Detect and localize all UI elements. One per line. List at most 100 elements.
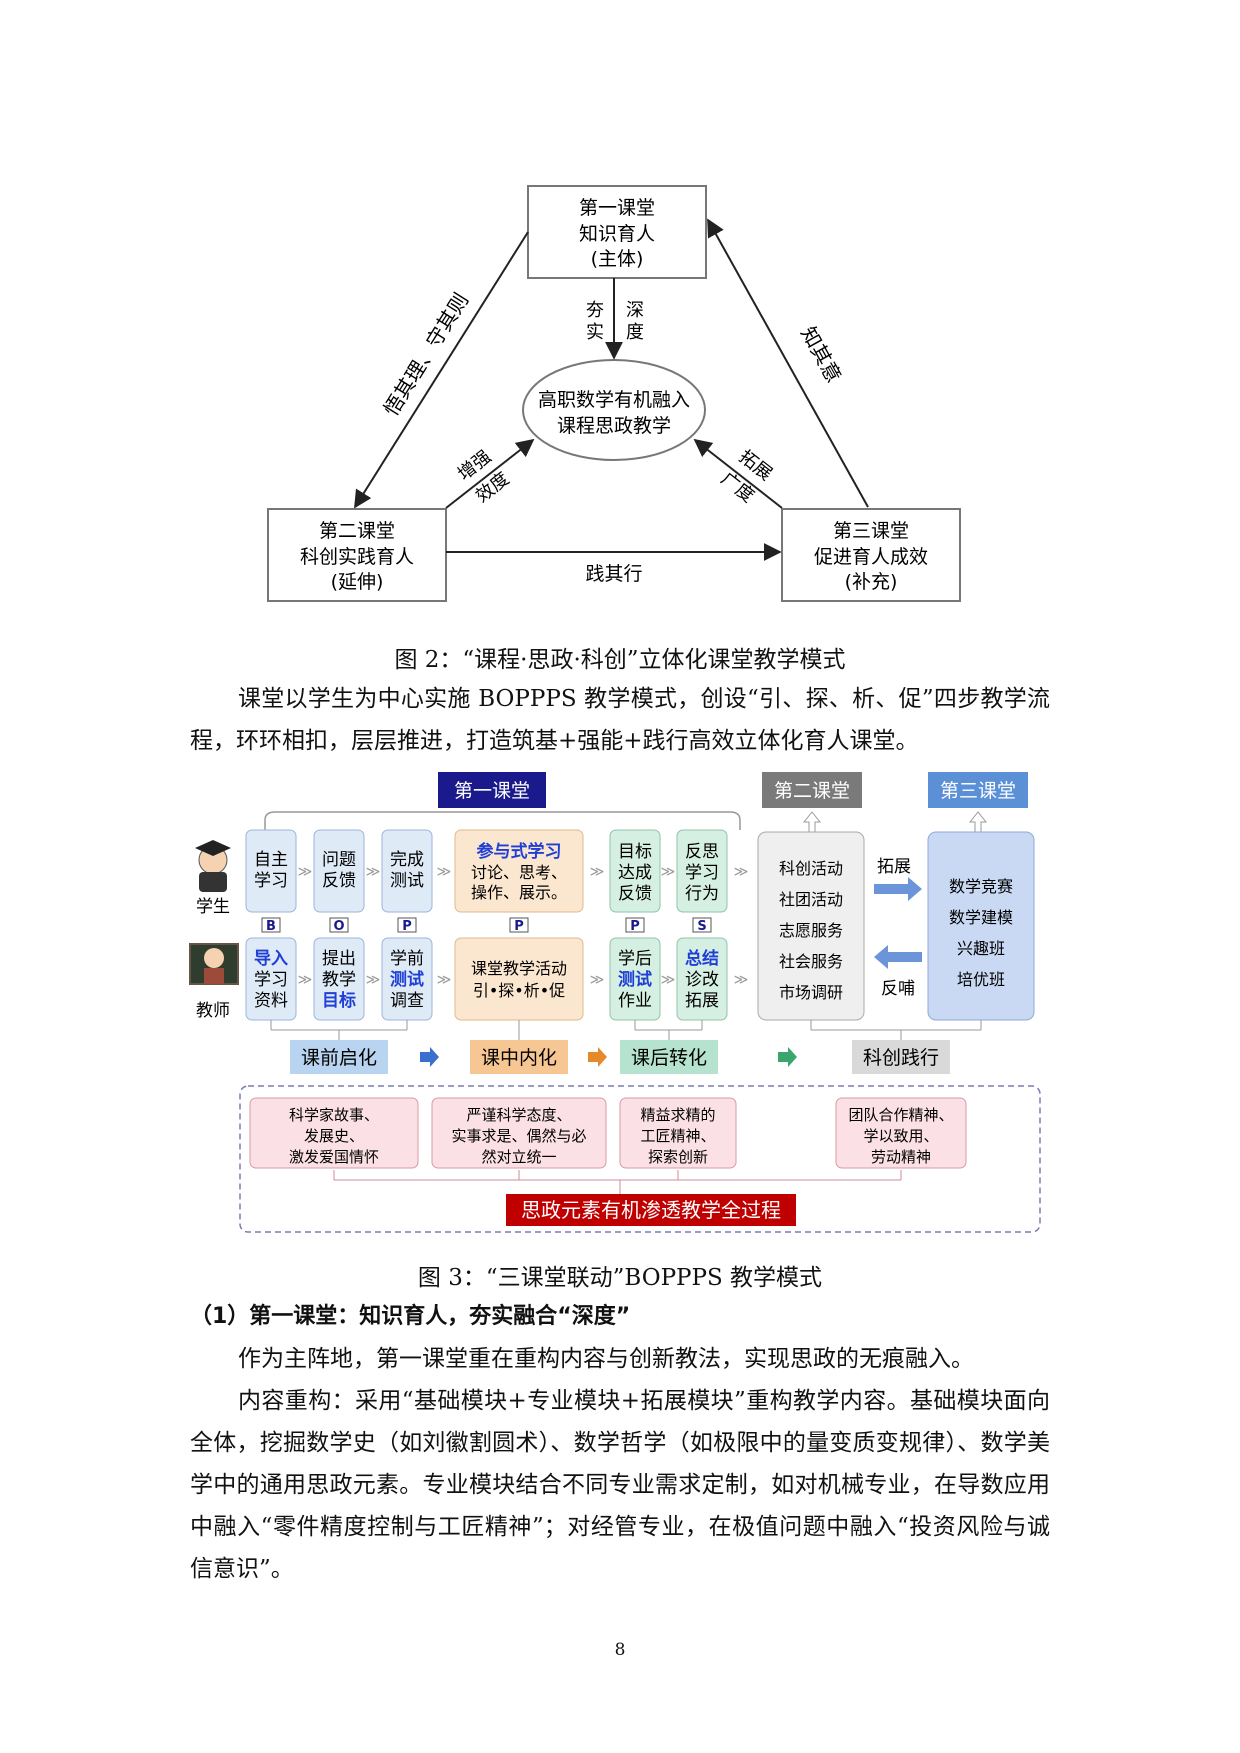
student-after-box-1 (609, 829, 661, 913)
student-avatar-icon (195, 840, 231, 892)
header-first-text: 第一课堂 (454, 780, 530, 802)
stage-practice (852, 1040, 950, 1074)
header-first-classroom (438, 772, 546, 808)
element-3-l2: 工匠精神、 (640, 1127, 715, 1145)
element-box-1 (249, 1097, 419, 1169)
participatory-box (454, 829, 584, 913)
student-after-2-l1: 反思 (685, 842, 719, 862)
element-1-l2: 发展史、 (304, 1127, 364, 1145)
chevron-icon: ≫ (366, 864, 381, 880)
second-item-1: 科创活动 (779, 859, 843, 878)
body-paragraph-1: 作为主阵地，第一课堂重在重构内容与创新教法，实现思政的无痕融入。 (238, 1346, 974, 1372)
teacher-after-1-l1: 学后 (618, 949, 652, 969)
chevron-icon: ≫ (661, 864, 676, 880)
ideology-elements-container (239, 1085, 1041, 1233)
teacher-after-2-l2: 诊改 (685, 970, 719, 990)
header-second-text: 第二课堂 (774, 780, 850, 802)
box-second-line2: 科创实践育人 (300, 546, 414, 568)
element-4-l1: 团队合作精神、 (848, 1106, 953, 1124)
chevron-icon: ≫ (734, 864, 749, 880)
svg-text:O: O (333, 919, 344, 934)
stage-arrow-icon (778, 1047, 797, 1067)
teacher-after-1-l3: 作业 (618, 991, 652, 1011)
figure-3-caption: 图 3：“三课堂联动”BOPPPS 教学模式 (417, 1265, 823, 1291)
stage-connector (634, 1020, 703, 1040)
student-after-1-l1: 目标 (618, 842, 652, 862)
teacher-label: 教师 (196, 1001, 230, 1021)
banner-connector (333, 1170, 902, 1194)
figure-2-caption: 图 2：“课程·思政·科创”立体化课堂教学模式 (394, 647, 846, 673)
stage-connector (810, 1020, 982, 1040)
expand-label: 拓展 (877, 857, 911, 877)
student-after-1-l2: 达成 (618, 863, 652, 883)
participatory-l3: 操作、展示。 (471, 883, 567, 902)
box-second-classroom (267, 508, 447, 602)
second-item-4: 社会服务 (779, 952, 843, 971)
element-box-3 (619, 1097, 737, 1169)
header-second-classroom (762, 772, 862, 808)
teacher-box-1-l2: 学习 (254, 970, 288, 990)
letter-o-tag: O (329, 917, 349, 934)
class-activity-l2: 引•探•析•促 (473, 981, 565, 1000)
third-item-4: 培优班 (957, 970, 1005, 989)
box-second-line3: (延伸) (331, 571, 384, 593)
student-box-1 (245, 829, 297, 913)
student-box-2 (313, 829, 365, 913)
student-after-2-l2: 学习 (685, 863, 719, 883)
element-2-l3: 然对立统一 (481, 1148, 556, 1166)
chevron-icon: ≫ (590, 972, 605, 988)
expand-arrow-icon (874, 877, 922, 901)
arrow-left-to-center (445, 438, 535, 509)
participatory-title: 参与式学习 (477, 841, 562, 862)
label-hangshi-1: 夯 (586, 300, 604, 321)
svg-text:P: P (402, 919, 412, 934)
element-4-l3: 劳动精神 (871, 1148, 931, 1166)
element-2-l1: 严谨科学态度、 (466, 1106, 571, 1124)
teacher-after-2-l3: 拓展 (685, 991, 719, 1011)
second-item-2: 社团活动 (779, 890, 843, 909)
element-box-2 (431, 1097, 607, 1169)
center-line1: 高职数学有机融入 (538, 389, 690, 411)
svg-text:S: S (697, 919, 706, 934)
label-zhiqiyi: 知其意 (796, 323, 846, 387)
ideology-banner (506, 1194, 796, 1226)
student-box-1-l2: 学习 (254, 871, 288, 891)
teacher-box-2-l2: 教学 (322, 970, 356, 990)
teacher-box-3-l3: 调查 (390, 991, 424, 1011)
student-after-1-l3: 反馈 (618, 884, 652, 904)
chevron-icon: ≫ (590, 864, 605, 880)
box-third-classroom (781, 508, 961, 602)
element-4-l2: 学以致用、 (863, 1127, 938, 1145)
body-paragraph-2: 内容重构：采用“基础模块+专业模块+拓展模块”重构教学内容。基础模块面向全体，挖… (190, 1388, 1050, 1582)
intro-text: 课堂以学生为中心实施 BOPPPS 教学模式，创设“引、探、析、促”四步教学流程… (190, 686, 1050, 754)
stage-pre-class-text: 课前启化 (301, 1047, 377, 1069)
stage-post-class (620, 1040, 718, 1074)
student-box-3-l1: 完成 (390, 850, 424, 870)
header-third-classroom (928, 772, 1028, 808)
student-label: 学生 (196, 897, 230, 917)
participatory-l2: 讨论、思考、 (471, 863, 567, 882)
student-box-3 (381, 829, 433, 913)
page-number: 8 (614, 1640, 626, 1660)
chevron-icon: ≫ (437, 972, 452, 988)
body-text: （1）第一课堂：知识育人，夯实融合“深度” 作为主阵地，第一课堂重在重构内容与创… (190, 1296, 1050, 1590)
letter-p1-tag: P (397, 917, 417, 934)
class-activity-l1: 课堂教学活动 (471, 959, 567, 978)
feedback-label: 反哺 (881, 979, 915, 999)
center-line2: 课程思政教学 (557, 415, 671, 437)
teacher-box-3-l2: 测试 (390, 969, 424, 990)
box-first-classroom (527, 185, 707, 279)
element-3-l1: 精益求精的 (640, 1106, 715, 1124)
box-first-line3: (主体) (591, 248, 644, 270)
arrow-right-to-top (707, 218, 869, 508)
teacher-after-1-l2: 测试 (618, 969, 652, 990)
student-after-2-l3: 行为 (685, 884, 719, 904)
teacher-box-2-l1: 提出 (322, 949, 356, 969)
third-item-3: 兴趣班 (957, 939, 1005, 958)
figure-2-diagram: 第一课堂 知识育人 (主体) 第二课堂 科创实践育人 (延伸) 第三课堂 促进育… (267, 185, 961, 602)
svg-text:B: B (266, 919, 276, 934)
label-wuqili: 悟其理、守其则 (379, 289, 474, 420)
ideology-banner-text: 思政元素有机渗透教学全过程 (521, 1198, 781, 1222)
letter-b-tag: B (261, 917, 281, 934)
teacher-box-2-l3: 目标 (322, 990, 356, 1011)
